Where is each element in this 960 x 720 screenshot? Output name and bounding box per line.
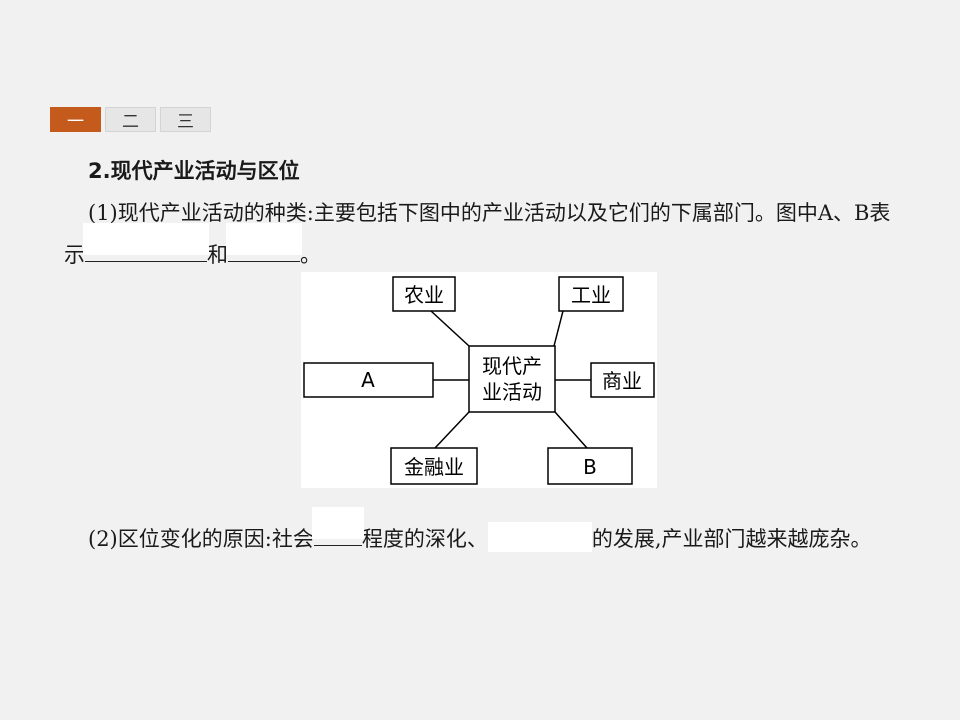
section-heading: 2.现代产业活动与区位 xyxy=(88,159,300,183)
paragraph-2-text-a: (2)区位变化的原因:社会 xyxy=(88,527,314,551)
answer-blank-b[interactable] xyxy=(226,222,302,262)
paragraph-1-end: 。 xyxy=(300,243,321,267)
tab-two[interactable]: 二 xyxy=(105,107,156,132)
answer-blank-a[interactable] xyxy=(83,222,209,262)
connector-industry xyxy=(553,310,564,347)
node-center-label-1: 现代产 xyxy=(482,354,542,378)
paragraph-1: (1)现代产业活动的种类:主要包括下图中的产业活动以及它们的下属部门。图中A、B… xyxy=(64,192,904,276)
node-agriculture-label: 农业 xyxy=(404,283,444,307)
connector-agriculture xyxy=(430,310,470,347)
connector-finance xyxy=(434,411,470,449)
paragraph-2-text-c: 的发展,产业部门越来越庞杂。 xyxy=(591,527,872,551)
node-center-box xyxy=(468,345,556,413)
answer-blank-d[interactable] xyxy=(487,522,592,552)
paragraph-1-text: (1)现代产业活动的种类:主要包括下图中的产业活动以及它们的下属部门。图中A、B… xyxy=(64,201,891,267)
node-a-box xyxy=(303,362,434,398)
answer-blank-c[interactable] xyxy=(311,506,364,546)
diagram-svg: 农业 工业 A 现代产 业活动 商业 金融业 B xyxy=(303,276,655,485)
node-center-label-2: 业活动 xyxy=(482,380,542,404)
node-finance-label: 金融业 xyxy=(404,455,464,479)
node-finance-box xyxy=(390,447,478,485)
industry-diagram: 农业 工业 A 现代产 业活动 商业 金融业 B xyxy=(301,272,657,488)
tab-one[interactable]: 一 xyxy=(50,107,101,132)
node-b-label: B xyxy=(583,455,597,479)
node-industry-box xyxy=(558,276,624,312)
paragraph-1-and: 和 xyxy=(207,243,228,267)
node-b-box xyxy=(547,447,633,485)
paragraph-2: (2)区位变化的原因:社会 程度的深化、 的发展,产业部门越来越庞杂。 xyxy=(64,506,904,560)
paragraph-2-text-b: 程度的深化、 xyxy=(361,527,488,551)
section-tabs: 一 二 三 xyxy=(50,107,211,132)
tab-three[interactable]: 三 xyxy=(160,107,211,132)
node-a-label: A xyxy=(361,368,375,392)
node-commerce-label: 商业 xyxy=(602,369,642,393)
node-commerce-box xyxy=(590,362,655,398)
node-industry-label: 工业 xyxy=(571,283,611,307)
connector-b xyxy=(554,411,588,449)
node-agriculture-box xyxy=(392,276,456,312)
